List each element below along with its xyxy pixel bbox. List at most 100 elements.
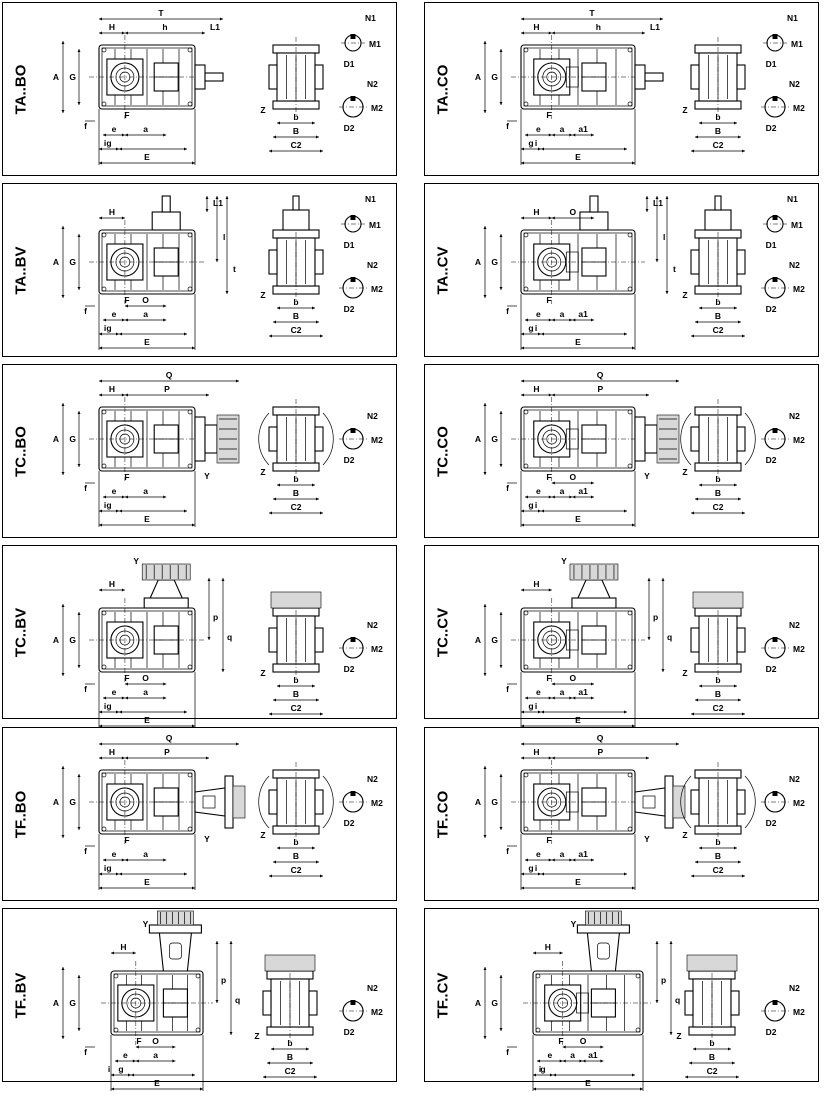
dim-label-a: a — [560, 124, 565, 134]
dim-label-d1: D1 — [344, 240, 355, 250]
dim-label-l1: L1 — [650, 22, 660, 32]
dim-label-c2: C2 — [713, 865, 724, 875]
dim-label-e: e — [112, 124, 117, 134]
dim-label-b: B — [715, 126, 721, 136]
dim-label-l1: L1 — [210, 22, 220, 32]
dim-label-z: Z — [682, 105, 687, 115]
dim-label-d1: D1 — [344, 59, 355, 69]
dim-label-n2: N2 — [789, 260, 800, 270]
dim-label-n1: N1 — [787, 194, 798, 204]
side-input-housing — [704, 209, 732, 231]
dim-label-q: Q — [166, 370, 173, 380]
dim-label-e: e — [112, 687, 117, 697]
dim-label-e: E — [575, 877, 581, 887]
dim-label-a: a — [153, 1050, 158, 1060]
dim-label-e: e — [536, 687, 541, 697]
dim-label-y: Y — [571, 919, 577, 929]
keyway — [772, 428, 778, 433]
dim-label-z: Z — [682, 668, 687, 678]
dim-label-g: G — [69, 434, 76, 444]
motor-flange — [576, 924, 630, 934]
dim-label-y: Y — [143, 919, 149, 929]
input-housing — [194, 64, 206, 90]
motor-flange — [571, 597, 617, 609]
dim-label-a1: a1 — [578, 687, 588, 697]
dim-label-f: F — [546, 472, 551, 482]
dim-label-b: B — [709, 1052, 715, 1062]
dim-label-c2: C2 — [285, 1066, 296, 1076]
dim-label-f: F — [136, 1036, 141, 1046]
side-input-shaft — [292, 195, 300, 211]
dim-label-f: f — [506, 306, 509, 316]
dim-label-b: B — [715, 851, 721, 861]
dim-label-g: G — [491, 434, 498, 444]
dim-label-a: a — [143, 687, 148, 697]
dim-label-l1: L1 — [213, 198, 223, 208]
keyway — [350, 1000, 356, 1005]
dim-label-f: F — [546, 673, 551, 683]
dim-label-a: a — [143, 486, 148, 496]
dim-label-n2: N2 — [367, 774, 378, 784]
dim-label-z: Z — [682, 467, 687, 477]
dim-label-f: f — [506, 483, 509, 493]
dim-label-a1: a1 — [578, 849, 588, 859]
dim-label-y: Y — [644, 834, 650, 844]
dim-label-g: g — [106, 701, 111, 711]
side-motor — [686, 954, 738, 972]
dim-label-t: T — [158, 8, 164, 18]
dim-label-y: Y — [561, 556, 567, 566]
motor-f — [232, 785, 246, 819]
motor-f — [157, 910, 194, 926]
dim-label-b: b — [293, 837, 298, 847]
dim-label-d1: D1 — [766, 240, 777, 250]
dim-label-b: b — [715, 837, 720, 847]
dim-label-h: H — [533, 747, 539, 757]
dim-label-n2: N2 — [367, 79, 378, 89]
dim-label-m1: M1 — [369, 220, 381, 230]
dim-label-f: F — [124, 472, 129, 482]
dim-label-f: f — [506, 121, 509, 131]
dim-label-f: f — [506, 846, 509, 856]
dim-label-b: b — [293, 112, 298, 122]
dim-label-o: O — [580, 1036, 587, 1046]
dim-label-m1: M1 — [369, 39, 381, 49]
dim-label-z: Z — [260, 668, 265, 678]
keyway — [350, 791, 356, 796]
dim-label-m1: M1 — [791, 39, 803, 49]
dim-label-f: F — [546, 835, 551, 845]
dim-label-y: Y — [204, 471, 210, 481]
dim-label-e: e — [536, 309, 541, 319]
dim-label-c2: C2 — [707, 1066, 718, 1076]
keyway — [772, 215, 778, 220]
dim-label-d2: D2 — [344, 304, 355, 314]
side-input-shaft — [714, 195, 722, 211]
dim-label-a: a — [560, 849, 565, 859]
motor-f — [672, 785, 686, 819]
dim-label-n2: N2 — [789, 79, 800, 89]
dim-label-g: G — [69, 72, 76, 82]
dim-label-n2: N2 — [367, 983, 378, 993]
input-shaft — [589, 195, 599, 213]
dim-label-m1: M1 — [791, 220, 803, 230]
dim-label-g: g — [106, 323, 111, 333]
dim-label-a: A — [53, 257, 59, 267]
dim-label-n2: N2 — [367, 260, 378, 270]
dim-label-g: G — [491, 797, 498, 807]
dim-label-a: a — [143, 309, 148, 319]
motor-adaptor — [634, 787, 666, 817]
dim-label-g: g — [106, 500, 111, 510]
side-motor — [692, 591, 744, 609]
dim-label-d2: D2 — [766, 455, 777, 465]
dim-label-d2: D2 — [766, 664, 777, 674]
dim-label-a: A — [53, 635, 59, 645]
